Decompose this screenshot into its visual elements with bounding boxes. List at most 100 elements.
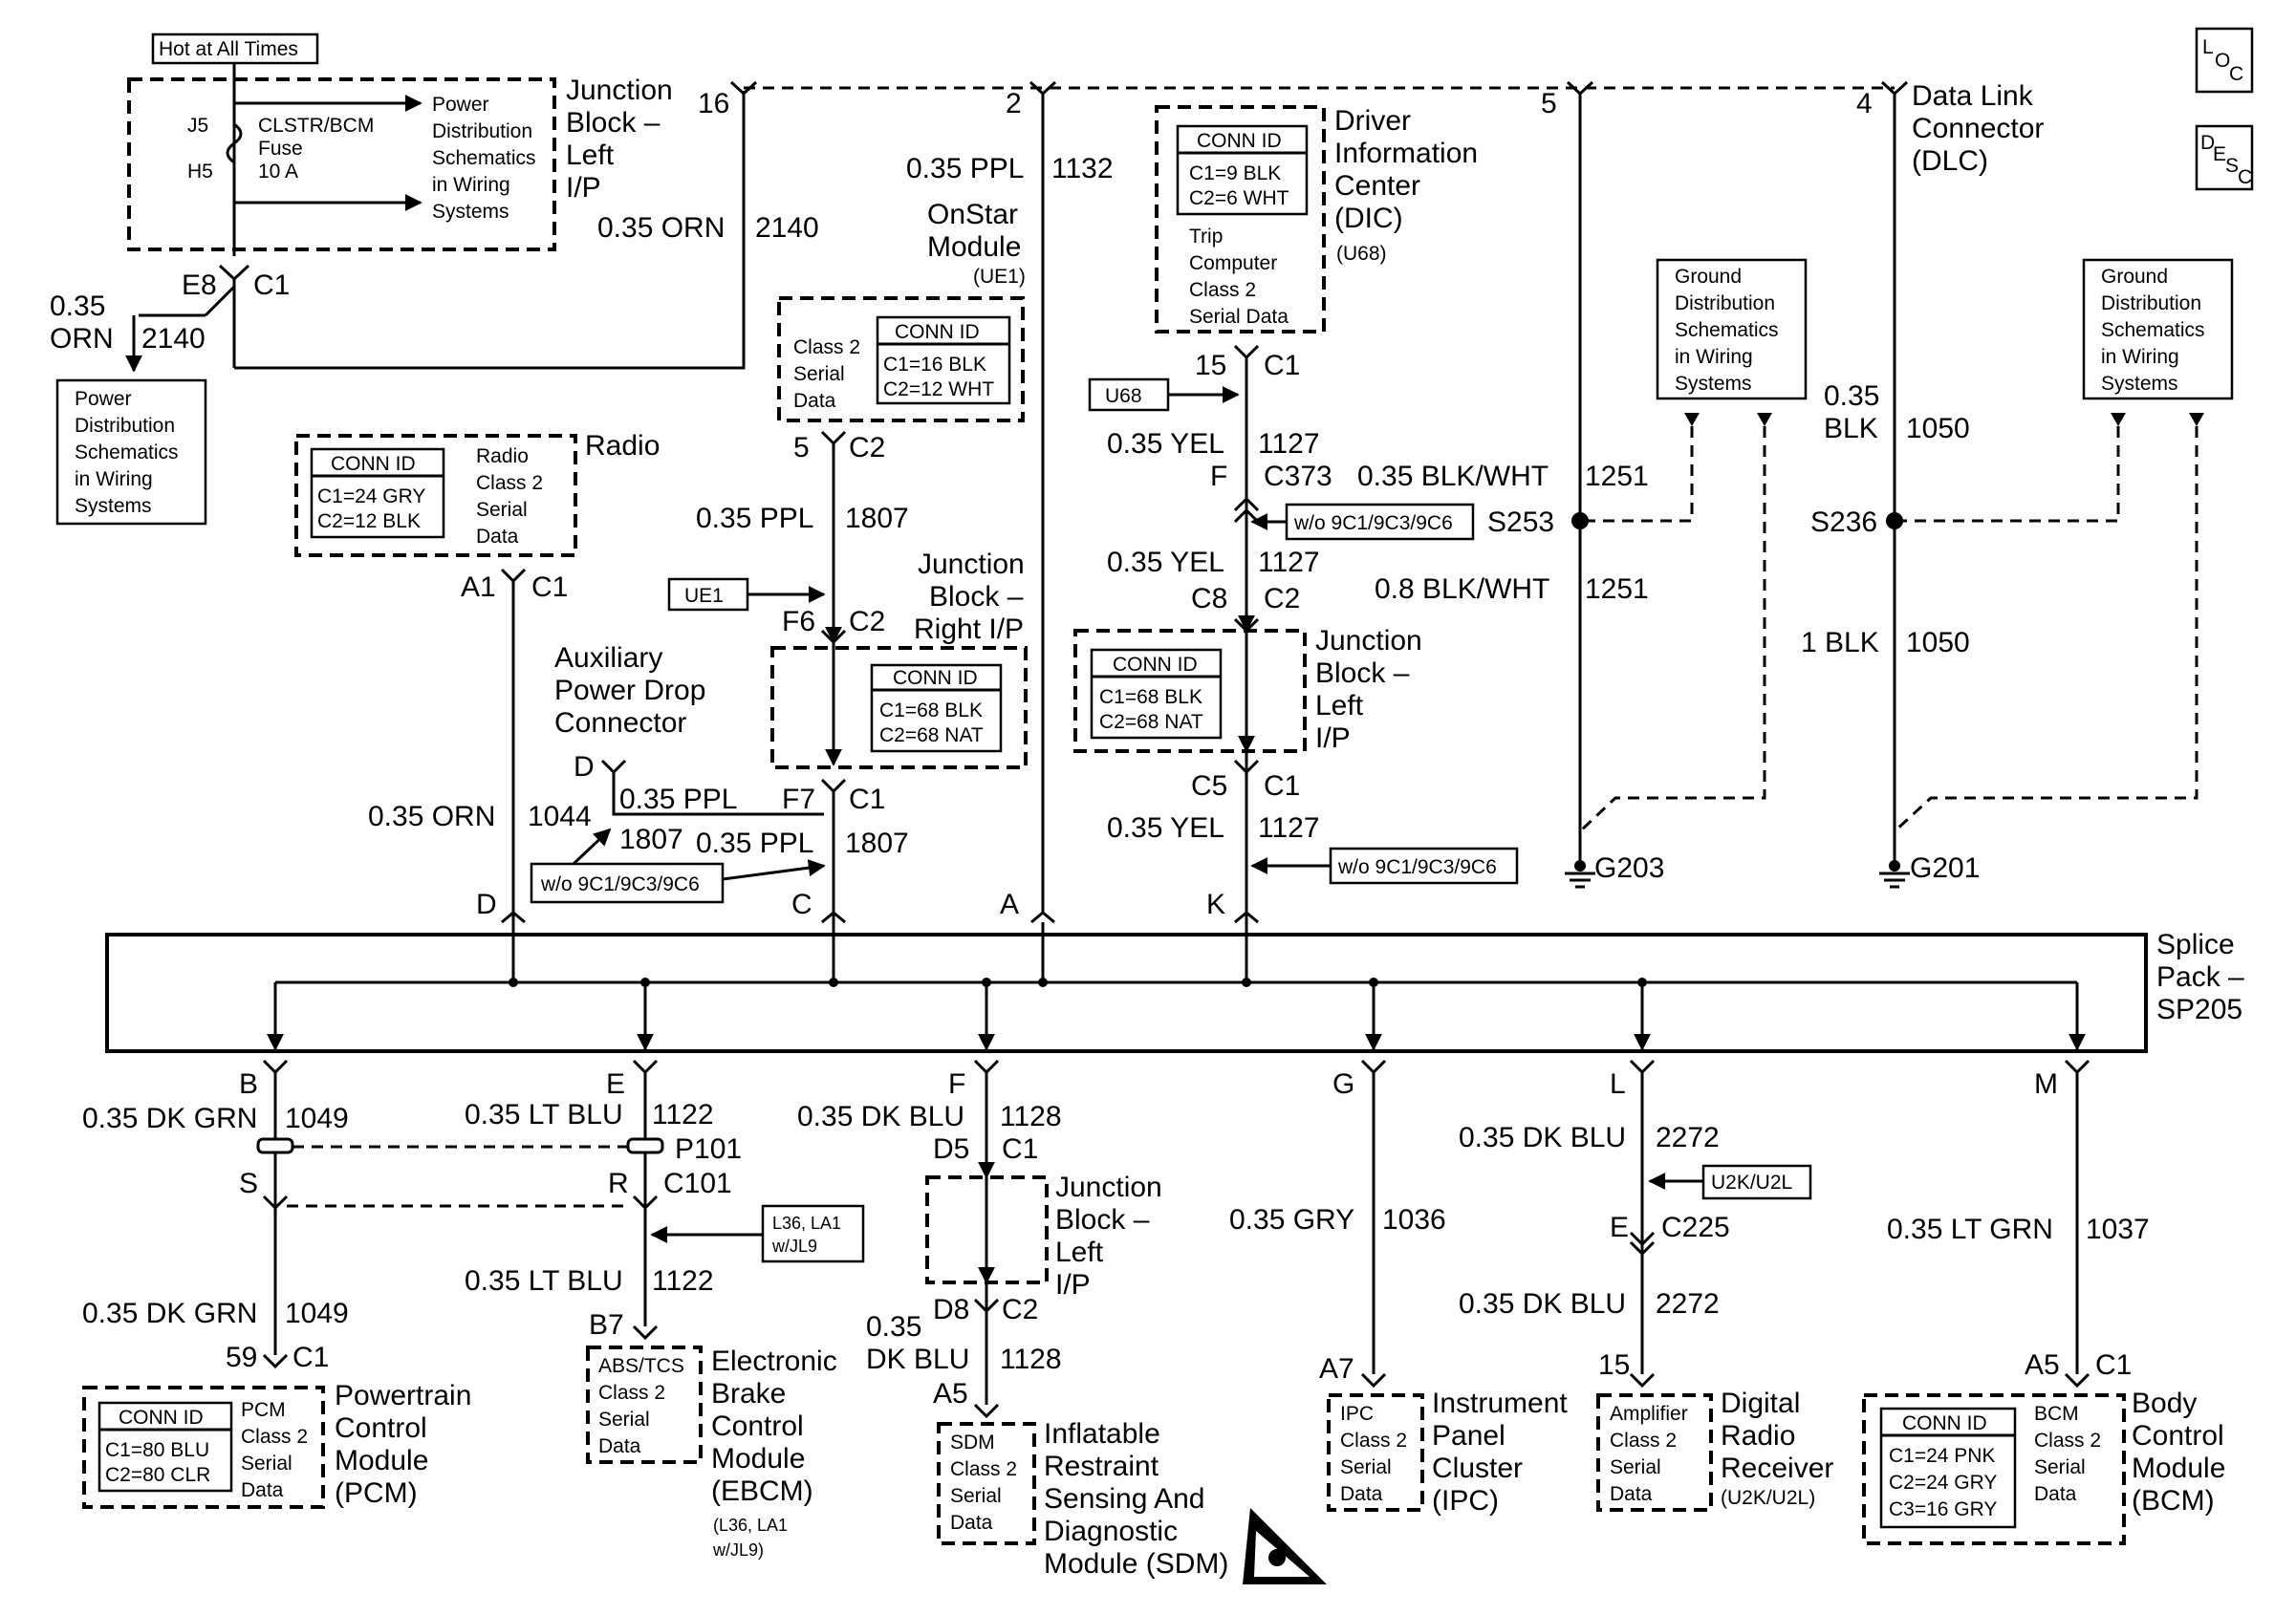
svg-text:Radio: Radio (476, 445, 529, 467)
conn-line: C1=24 PNK (1889, 1445, 1995, 1467)
svg-text:I/P: I/P (1055, 1269, 1091, 1301)
svg-text:(BCM): (BCM) (2132, 1485, 2215, 1517)
wire-1251-label: 0.35 BLK/WHT (1357, 461, 1549, 492)
radio-title: Radio (585, 430, 660, 462)
svg-text:Class 2: Class 2 (1189, 279, 1256, 301)
sdm-wire-size: 0.35 (866, 1311, 921, 1343)
circuit-1251-label: 1251 (1585, 461, 1649, 492)
svg-text:Left: Left (1315, 690, 1364, 721)
circuit-1049-label: 1049 (285, 1103, 349, 1134)
svg-text:Systems: Systems (75, 495, 152, 517)
wire-1128-label: 0.35 DK BLU (797, 1101, 964, 1132)
sdm-frame (937, 1422, 1036, 1545)
u68-label: U68 (1105, 385, 1142, 407)
svg-text:(L36, LA1: (L36, LA1 (713, 1516, 788, 1535)
conn-line: C2=80 CLR (105, 1464, 210, 1486)
wire-1132-label: 0.35 PPL (906, 153, 1024, 184)
pin-c8: C8 (1191, 583, 1227, 614)
svg-text:I/P: I/P (1315, 722, 1351, 754)
conn-c2: C2 (849, 606, 885, 637)
svg-text:(U2K/U2L): (U2K/U2L) (1721, 1487, 1815, 1509)
svg-text:ABS/TCS: ABS/TCS (598, 1355, 684, 1377)
ground-g201-icon (1879, 860, 1910, 889)
conn-line: C1=68 BLK (879, 700, 983, 721)
onstar-conn-id (876, 315, 1011, 405)
conn-line: C1=24 GRY (317, 485, 425, 507)
pin-d: D (476, 889, 497, 920)
pcm-frame (82, 1386, 325, 1509)
wire-1122-label-2: 0.35 LT BLU (465, 1265, 623, 1297)
gd-ref-lines-1: Ground Distribution Schematics in Wiring… (1675, 266, 1779, 395)
svg-text:Serial Data: Serial Data (1189, 306, 1289, 328)
ipc-frame (1327, 1393, 1424, 1512)
svg-text:Data: Data (598, 1435, 641, 1457)
svg-text:Data: Data (793, 390, 836, 412)
sdm-wire-color: DK BLU (866, 1344, 969, 1375)
rx-frame (1596, 1393, 1713, 1512)
dlc-title: Data Link Connector (DLC) (1912, 80, 2044, 177)
svg-text:Left: Left (1055, 1237, 1104, 1268)
circuit-1807-bottom: 1807 (845, 828, 909, 859)
bcm-pin-a5: A5 (2025, 1349, 2060, 1381)
svg-text:Junction: Junction (1055, 1172, 1162, 1203)
wire-1036-label: 0.35 GRY (1229, 1204, 1354, 1236)
circuit-1251-label-2: 1251 (1585, 573, 1649, 605)
conn-line: C1=80 BLU (105, 1439, 209, 1461)
svg-text:O: O (2215, 50, 2230, 72)
c101-label: C101 (663, 1168, 732, 1199)
aux-circuit-label: 1807 (619, 824, 683, 855)
svg-text:(IPC): (IPC) (1432, 1485, 1499, 1517)
svg-text:Receiver: Receiver (1721, 1453, 1833, 1484)
onstar-pin: 5 (793, 432, 810, 463)
conn-line: C3=16 GRY (1889, 1498, 1997, 1520)
circuit-1128-label-2: 1128 (1000, 1344, 1062, 1375)
pcm-pin-b: B (239, 1068, 258, 1100)
ebcm-pin-e: E (606, 1068, 625, 1100)
bcm-pin-m: M (2034, 1068, 2058, 1100)
wire-1251-label-2: 0.8 BLK/WHT (1375, 573, 1549, 605)
s253-label: S253 (1487, 506, 1554, 538)
svg-text:Diagnostic: Diagnostic (1044, 1516, 1178, 1547)
wire-1127-label: 0.35 YEL (1107, 428, 1224, 460)
conn-c1: C1 (531, 571, 568, 603)
svg-text:Systems: Systems (1675, 373, 1752, 395)
c225-label: C225 (1661, 1212, 1730, 1243)
wire-1807-bottom: 0.35 PPL (696, 828, 813, 859)
fuse-name: CLSTR/BCM (258, 115, 374, 137)
ebcm-title: Electronic Brake Control Module (EBCM) (… (711, 1346, 837, 1560)
jb-left-title-2: Junction Block – Left I/P (1315, 625, 1422, 754)
circuit-1050-label-2: 1050 (1906, 627, 1970, 658)
sdm-serial: SDM Class 2 Serial Data (950, 1432, 1017, 1534)
svg-text:Junction: Junction (918, 549, 1025, 580)
p101-label: P101 (675, 1133, 742, 1165)
svg-text:OnStar: OnStar (927, 199, 1018, 230)
pd2-lines: Power Distribution Schematics in Wiring … (75, 388, 179, 517)
svg-text:Power Drop: Power Drop (554, 675, 705, 706)
svg-text:Control: Control (711, 1410, 804, 1442)
svg-text:Serial: Serial (793, 363, 845, 385)
conn-c2: C2 (1264, 583, 1300, 614)
svg-text:w/JL9): w/JL9) (712, 1540, 764, 1560)
svg-text:SP205: SP205 (2156, 994, 2242, 1025)
ebcm-option-line: L36, LA1 (772, 1214, 841, 1233)
svg-text:Ground: Ground (1675, 266, 1742, 288)
sdm-conn-c1: C1 (1002, 1133, 1038, 1165)
dic-option-label-2: w/o 9C1/9C3/9C6 (1337, 856, 1497, 878)
splice-outputs (262, 978, 2090, 1075)
hot-label: Hot at All Times (159, 38, 298, 60)
sdm-title: Inflatable Restraint Sensing And Diagnos… (1044, 1418, 1228, 1580)
pin-e8: E8 (182, 269, 217, 301)
dic-title: Driver Information Center (DIC) (U68) (1334, 105, 1478, 265)
aux-pin-d: D (574, 751, 595, 783)
svg-text:Instrument: Instrument (1432, 1388, 1568, 1419)
pin-c: C (791, 889, 812, 920)
sdm-pin-a5: A5 (933, 1378, 968, 1410)
circuit-1037-label: 1037 (2086, 1214, 2150, 1245)
pin-k: K (1206, 889, 1225, 920)
circuit-1127-label-3: 1127 (1258, 812, 1320, 844)
svg-text:Data: Data (2034, 1483, 2077, 1505)
ebcm-option-line: w/JL9 (771, 1237, 817, 1256)
circuit-1122-label: 1122 (652, 1099, 714, 1130)
svg-text:Systems: Systems (432, 201, 509, 223)
rx-pin-e: E (1610, 1212, 1629, 1243)
